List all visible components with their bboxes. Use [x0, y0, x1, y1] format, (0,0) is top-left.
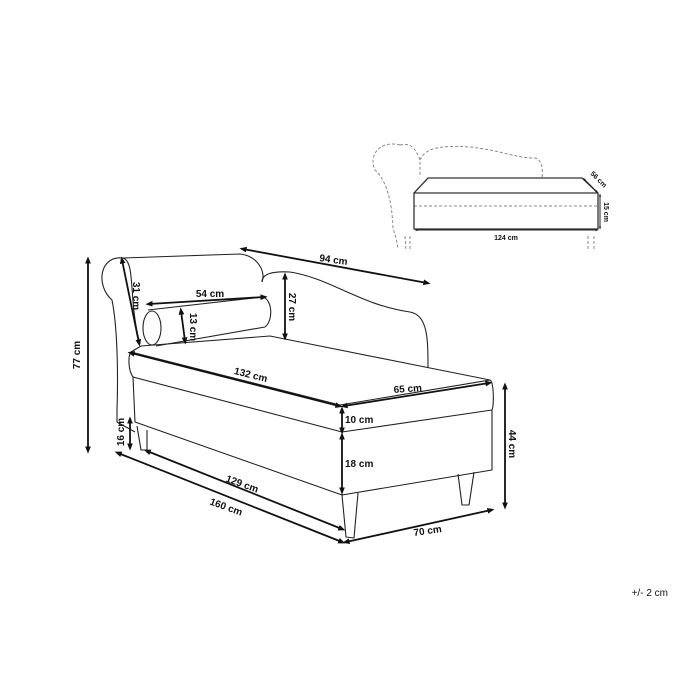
label-seat-height: 44 cm [506, 430, 517, 458]
label-total-height: 77 cm [72, 341, 83, 369]
label-leg-height: 16 cm [116, 418, 127, 446]
label-bolster-diameter: 13 cm [187, 313, 198, 341]
storage-inset: 56 cm 15 cm 124 cm [372, 143, 609, 251]
label-inner-length: 129 cm [224, 474, 260, 496]
tolerance-note: +/- 2 cm [632, 588, 668, 599]
label-arm-depth: 31 cm [130, 282, 141, 310]
label-back-height: 27 cm [286, 293, 297, 321]
label-seat-width: 65 cm [393, 383, 422, 396]
label-bolster-length: 54 cm [196, 289, 224, 300]
label-storage-length: 124 cm [494, 235, 518, 242]
label-storage-height: 15 cm [602, 202, 609, 222]
label-total-width: 70 cm [413, 524, 443, 539]
label-back-length: 94 cm [319, 253, 349, 268]
dimension-arrows [85, 246, 508, 545]
label-cushion-height: 10 cm [345, 415, 373, 426]
label-base-height: 18 cm [345, 459, 373, 470]
